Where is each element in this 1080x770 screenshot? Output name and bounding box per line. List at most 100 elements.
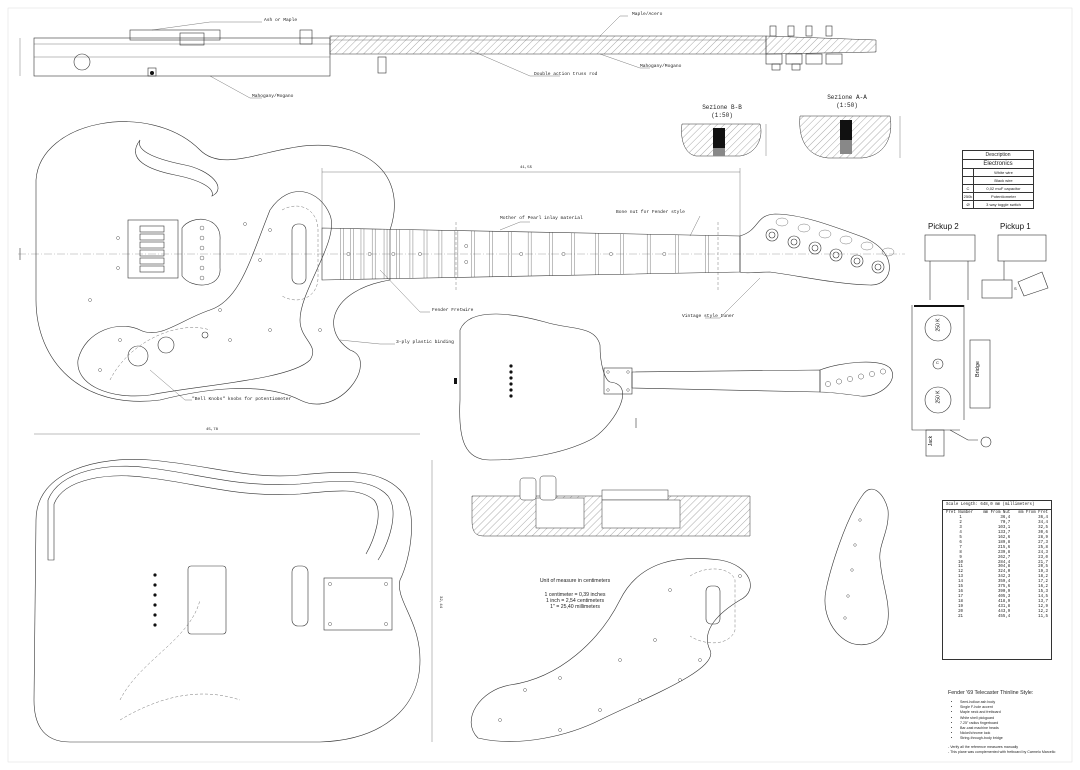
fret-number: 18 — [958, 600, 964, 605]
note-item: Bar-cast machine heads — [960, 726, 1068, 731]
fret-number: 14 — [958, 580, 964, 585]
headstock-template — [824, 489, 889, 646]
note-item: Semi-hollow ash body — [960, 700, 1068, 705]
mm-from-fret: 28,9 — [1038, 535, 1048, 540]
label-mahogany-neck: Mahogany/Mogano — [640, 64, 682, 69]
back-view — [454, 313, 893, 461]
mm-from-fret: 34,4 — [1038, 520, 1048, 525]
note-item: Maple neck and fretboard — [960, 710, 1068, 715]
legend-row: 250k Potentiometer — [963, 193, 1033, 201]
note-item: 7.25" radius fingerboard — [960, 721, 1068, 726]
mm-from-nut: 418,9 — [997, 600, 1011, 605]
section-bb-name: Sezione B-B — [702, 104, 742, 111]
section-bb-title: Sezione B-B (1:50) — [692, 104, 752, 120]
mm-from-fret: 30,6 — [1038, 530, 1048, 535]
label-maple-acero: Maple/Acero — [632, 12, 663, 17]
fret-number: 4 — [959, 530, 962, 535]
units-note: Unit of measure in centimeters 1 centime… — [505, 578, 645, 610]
section-bb-scale: (1:50) — [711, 112, 733, 119]
section-bb — [681, 123, 767, 157]
fret-number: 20 — [958, 610, 964, 615]
fret-number: 6 — [959, 540, 962, 545]
fret-number: 17 — [958, 595, 964, 600]
mm-from-nut: 405,3 — [997, 595, 1011, 600]
pot-2-label: 250 K — [935, 390, 942, 404]
mm-from-fret: 19,3 — [1038, 570, 1048, 575]
mm-from-fret: 17,2 — [1038, 580, 1048, 585]
fret-inlay-dot — [662, 252, 667, 256]
fret-number: 1 — [959, 515, 962, 520]
back-tuner-post — [880, 368, 886, 375]
mm-from-fret: 25,8 — [1038, 545, 1048, 550]
section-aa-name: Sezione A-A — [827, 94, 867, 101]
tuner-pegs — [765, 217, 895, 274]
label-ash-maple: Ash or Maple — [264, 18, 298, 23]
spec-notes: Fender '69 Telecaster Thinline Style: Se… — [948, 690, 1068, 755]
label-binding: 3-ply plastic binding — [396, 340, 454, 345]
mm-from-fret: 11,5 — [1038, 615, 1048, 620]
label-mahogany-side: Mahogany/Mogano — [252, 94, 294, 99]
mm-from-fret: 21,7 — [1038, 560, 1048, 565]
legend-subtitle: Electronics — [963, 160, 1033, 169]
notes-foot-1: - Verify all the reference measures manu… — [948, 744, 1019, 749]
fret-number: 5 — [959, 535, 962, 540]
legend-title: Description — [963, 151, 1033, 160]
mm-from-nut: 162,6 — [997, 535, 1011, 540]
label-fender-frets: Fender Fretwire — [432, 308, 474, 313]
mm-from-nut: 342,3 — [997, 575, 1011, 580]
fret-inlay-dot — [561, 252, 566, 256]
mm-from-fret: 12,2 — [1038, 610, 1048, 615]
fret-inlay-dot — [346, 252, 351, 256]
notes-title: Fender '69 Telecaster Thinline Style: — [948, 690, 1034, 696]
dim-body-height: 32,44 — [438, 595, 443, 609]
legend-symbol: 250k — [963, 193, 974, 200]
mm-from-fret: 14,5 — [1038, 595, 1048, 600]
legend-text: White wire — [994, 170, 1013, 175]
note-item: White shell pickguard — [960, 716, 1068, 721]
dim-neck-length: 41,55 — [520, 166, 533, 170]
front-view-body — [18, 121, 905, 405]
legend-text: Potentiometer — [991, 194, 1016, 199]
fret-lines — [340, 228, 709, 280]
switch-label: S — [1014, 286, 1017, 291]
legend-symbol: C — [963, 185, 974, 192]
wiring-diagram — [911, 234, 1049, 457]
fret-inlay-dot — [519, 252, 524, 256]
fret-row: 17 405,3 14,5 — [943, 595, 1051, 600]
mm-from-nut: 304,8 — [997, 565, 1011, 570]
body-template — [33, 433, 433, 743]
mm-from-nut: 103,1 — [997, 525, 1011, 530]
fret-number: 13 — [958, 575, 964, 580]
units-line-2: 1 inch = 2,54 centimeters — [545, 598, 605, 604]
fret-inlay-dot — [391, 252, 396, 256]
mm-from-nut: 262,7 — [997, 555, 1011, 560]
mm-from-nut: 189,8 — [997, 540, 1011, 545]
fret-number: 15 — [958, 585, 964, 590]
fret-row: 14 359,4 17,2 — [943, 580, 1051, 585]
jack-label: Jack — [928, 435, 935, 447]
mm-from-nut: 359,4 — [997, 580, 1011, 585]
capacitor-label: C — [936, 360, 939, 365]
fret-number: 9 — [959, 555, 962, 560]
mm-from-fret: 13,7 — [1038, 600, 1048, 605]
units-line-1: 1 centimeter = 0,39 inches — [544, 592, 606, 598]
units-line-3: 1" = 25,40 millimeters — [550, 604, 600, 610]
mm-from-nut: 455,4 — [997, 615, 1011, 620]
fret-table-header: Scale Length: 648,0 mm (millimeters) — [943, 501, 1051, 510]
mm-from-fret: 24,3 — [1038, 550, 1048, 555]
mm-from-nut: 375,6 — [997, 585, 1011, 590]
